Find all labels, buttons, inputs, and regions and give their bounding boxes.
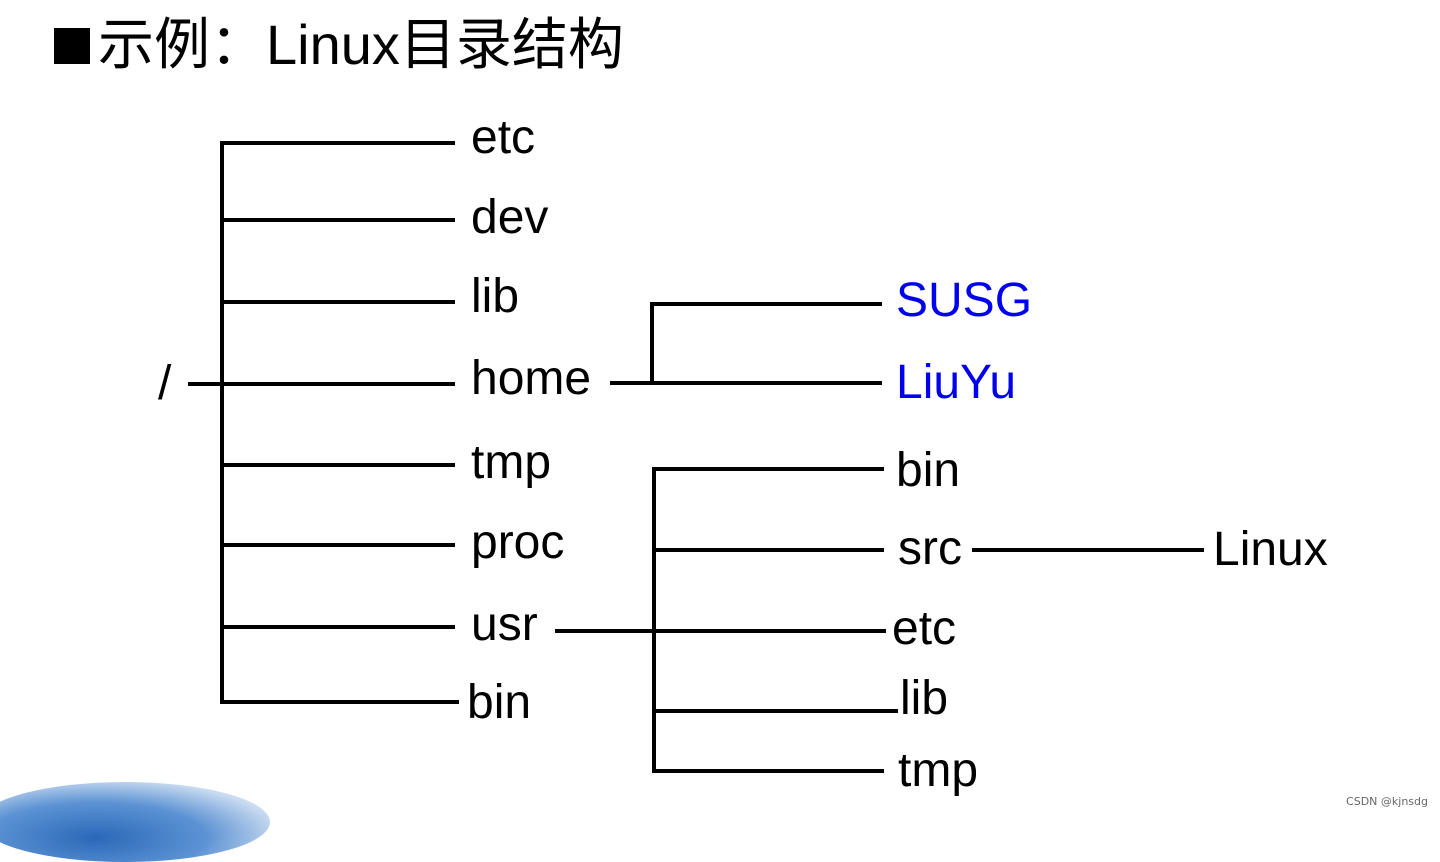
- slide: 示例：Linux目录结构 / etc dev lib home tmp proc…: [0, 13, 1428, 862]
- connector-usr-src: [654, 548, 884, 552]
- node-usr-etc: etc: [892, 602, 957, 655]
- connector-usr-out: [555, 629, 886, 633]
- node-proc: proc: [471, 516, 565, 569]
- connector-usr-bin: [654, 467, 884, 471]
- connector-home: [222, 382, 455, 386]
- decorative-blue-swoosh: [0, 782, 270, 862]
- node-usr-lib: lib: [900, 672, 949, 725]
- node-lib: lib: [471, 270, 520, 323]
- connector-home-out: [610, 381, 882, 385]
- connector-root: [188, 382, 222, 386]
- connector-usr-lib: [654, 709, 898, 713]
- node-bin: bin: [467, 676, 532, 729]
- node-src-linux: Linux: [1213, 523, 1328, 576]
- node-dev: dev: [471, 191, 549, 244]
- connector-etc: [222, 141, 455, 145]
- connector-tmp: [222, 463, 455, 467]
- connector-usr-tmp: [654, 769, 884, 773]
- connector-proc: [222, 543, 455, 547]
- connector-dev: [222, 218, 455, 222]
- node-home-susg: SUSG: [896, 274, 1033, 327]
- trunk-home: [650, 302, 654, 385]
- node-etc: etc: [471, 111, 536, 164]
- node-usr-src: src: [898, 522, 962, 575]
- node-usr-tmp: tmp: [898, 744, 979, 797]
- slide-title: 示例：Linux目录结构: [98, 13, 624, 76]
- node-home: home: [471, 352, 592, 405]
- connector-usr: [222, 625, 455, 629]
- node-usr: usr: [471, 598, 538, 651]
- watermark: CSDN @kjnsdg: [1346, 795, 1428, 808]
- node-usr-bin: bin: [896, 444, 961, 497]
- node-root: /: [158, 357, 172, 410]
- connector-src-linux: [972, 548, 1204, 552]
- trunk-usr: [652, 467, 656, 773]
- connector-bin: [222, 700, 459, 704]
- node-home-liuyu: LiuYu: [896, 356, 1017, 409]
- title-bullet-square: [54, 28, 90, 64]
- trunk-level1: [220, 141, 224, 704]
- node-tmp: tmp: [471, 436, 552, 489]
- connector-lib: [222, 300, 455, 304]
- connector-susg: [650, 302, 882, 306]
